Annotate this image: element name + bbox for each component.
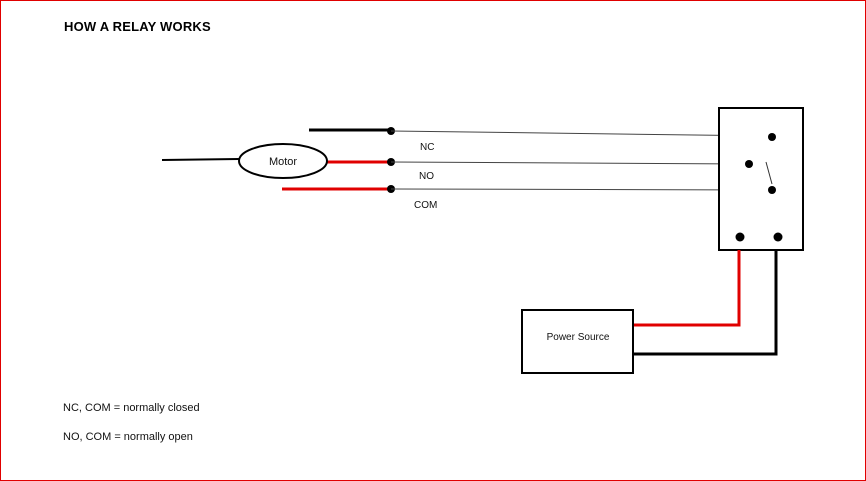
nc-line xyxy=(390,130,772,137)
power-source-box xyxy=(521,309,634,374)
motor-label: Motor xyxy=(269,156,297,168)
relay-box xyxy=(718,107,804,251)
relay-coil-terminal-left xyxy=(735,232,745,242)
motor-symbol xyxy=(238,143,328,179)
relay-switch-arm xyxy=(765,161,773,185)
coil-neutral-wire xyxy=(633,250,778,356)
motor-input-wire xyxy=(161,158,240,161)
coil-live-wire xyxy=(633,250,741,327)
relay-coil-terminal-right xyxy=(773,232,783,242)
diagram-title: HOW A RELAY WORKS xyxy=(64,19,211,34)
relay-com-contact xyxy=(768,186,776,194)
power-source-label: Power Source xyxy=(547,332,610,343)
note-no-com: NO, COM = normally open xyxy=(63,431,193,443)
relay-nc-contact xyxy=(768,133,776,141)
no-line xyxy=(390,161,749,165)
note-nc-com: NC, COM = normally closed xyxy=(63,402,200,414)
com-label: COM xyxy=(414,200,437,211)
com-line xyxy=(390,188,772,191)
relay-no-contact xyxy=(745,160,753,168)
nc-label: NC xyxy=(420,142,434,153)
no-label: NO xyxy=(419,171,434,182)
